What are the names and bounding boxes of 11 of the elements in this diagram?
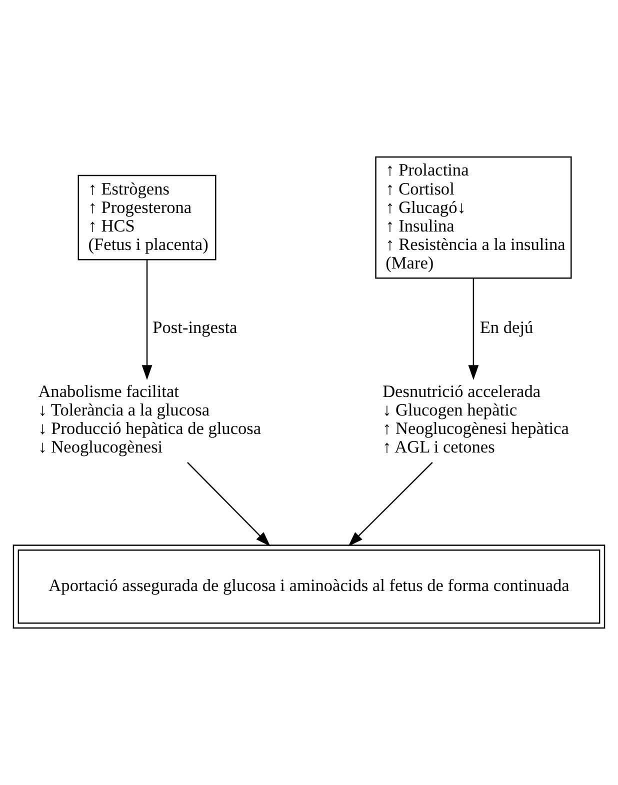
arrow bbox=[348, 462, 433, 546]
node-box: ↑ Estrògens ↑ Progesterona ↑ HCS (Fetus i placenta) bbox=[78, 174, 216, 260]
edge-label: En dejú bbox=[480, 318, 534, 337]
arrow bbox=[468, 278, 479, 380]
arrow bbox=[187, 462, 270, 546]
edge-label: Post-ingesta bbox=[152, 318, 238, 337]
node-text: Anabolisme facilitat ↓ Tolerància a la glucosa ↓ Producció hepàtica de glucosa ↓ Neoglucogènesi bbox=[38, 382, 262, 457]
node-box: Aportació assegurada de glucosa i aminoàcids al fetus de forma continuada bbox=[12, 544, 606, 629]
node-box: ↑ Prolactina ↑ Cortisol ↑ Glucagó↓ ↑ Insulina ↑ Resistència a la insulina (Mare) bbox=[375, 156, 572, 279]
arrow bbox=[142, 260, 152, 380]
node-text: Desnutrició accelerada ↓ Glucogen hepàtic ↑ Neoglucogènesi hepàtica ↑ AGL i cetones bbox=[382, 382, 569, 457]
